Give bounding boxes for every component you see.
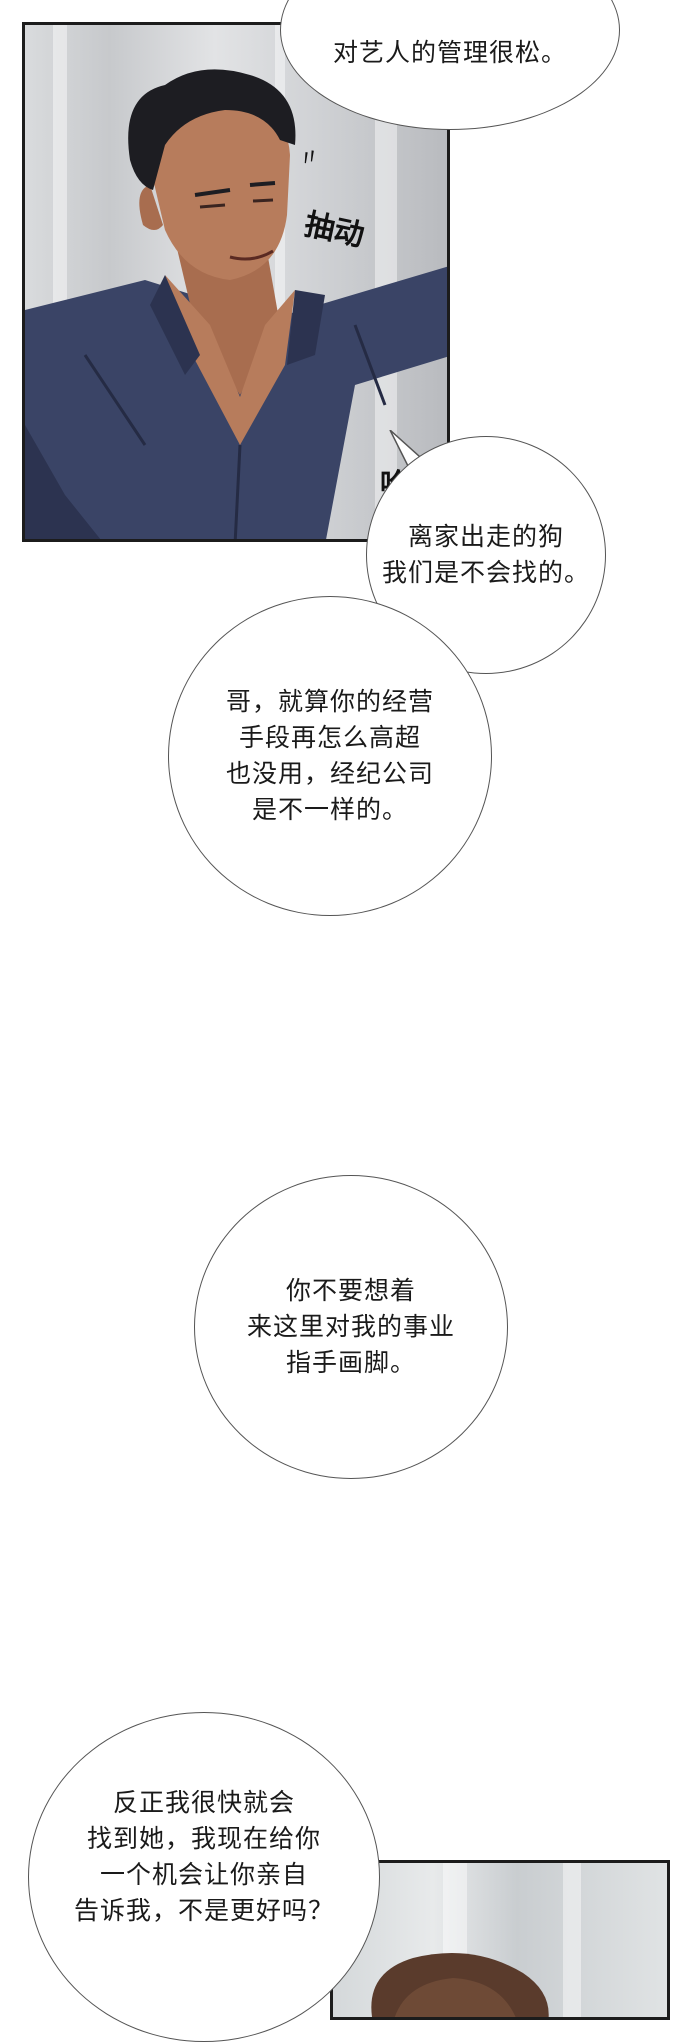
wall-highlight — [375, 25, 397, 539]
speech-bubble-text: 对艺人的管理很松。 — [332, 38, 567, 67]
speech-bubble: 哥，就算你的经营 手段再怎么高超 也没用，经纪公司 是不一样的。 — [168, 596, 492, 916]
comic-panel-bottom — [330, 1860, 670, 2020]
speech-bubble: 你不要想着 来这里对我的事业 指手画脚。 — [194, 1175, 508, 1479]
speech-bubble-text: 你不要想着 来这里对我的事业 指手画脚。 — [246, 1276, 455, 1377]
man-figure-illustration — [25, 69, 447, 539]
speech-bubble-text: 哥，就算你的经营 手段再怎么高超 也没用，经纪公司 是不一样的。 — [225, 687, 434, 824]
speech-bubble-text: 离家出走的狗 我们是不会找的。 — [381, 522, 590, 587]
speech-bubble-text: 反正我很快就会 找到她，我现在给你 一个机会让你亲自 告诉我，不是更好吗？ — [73, 1788, 334, 1925]
speech-bubble: 反正我很快就会 找到她，我现在给你 一个机会让你亲自 告诉我，不是更好吗？ — [28, 1712, 380, 2042]
wall-highlight — [275, 25, 285, 539]
wall-highlight — [563, 1863, 581, 2017]
man-head-illustration — [371, 1953, 549, 2017]
